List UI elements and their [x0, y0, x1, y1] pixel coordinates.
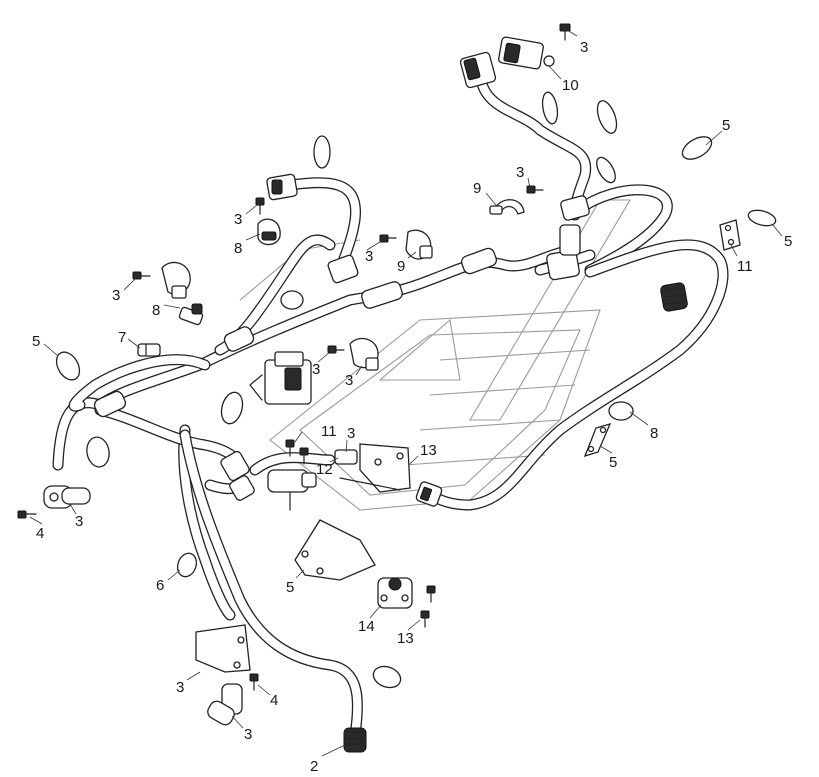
clamp-8-upper: [257, 218, 281, 246]
connectors: [220, 36, 688, 753]
callout-label: 9: [397, 258, 405, 275]
bracket-4-lower: [195, 624, 251, 673]
callout-label: 9: [473, 180, 481, 197]
callout-label: 4: [36, 525, 44, 542]
callout-label: 7: [118, 329, 126, 346]
harness-tees: [93, 195, 590, 418]
callout-label: 13: [397, 630, 414, 647]
callout-label: 8: [234, 240, 242, 257]
bolt: [17, 510, 37, 519]
sensor-12: [267, 449, 358, 511]
bolt: [327, 345, 345, 354]
clamp-9-upper: [489, 199, 525, 215]
leader-lines: [29, 29, 783, 757]
callout-label: 2: [310, 758, 318, 775]
bolt: [526, 185, 544, 194]
callout-label: 3: [75, 513, 83, 530]
callout-label: 11: [737, 258, 753, 275]
round-connector-1: [343, 727, 367, 753]
callout-label: 11: [321, 423, 337, 440]
clamp-8-small: [178, 303, 204, 326]
bolt: [559, 23, 571, 41]
callout-label: 3: [345, 372, 353, 389]
connector-upper-left: [266, 173, 298, 201]
bolt: [255, 197, 265, 215]
bolt: [132, 271, 151, 280]
callout-label: 5: [784, 233, 792, 250]
bolt: [379, 234, 397, 243]
round-connector-right: [660, 282, 688, 312]
relay-box: [249, 351, 312, 405]
callout-label: 6: [156, 577, 164, 594]
callout-label: 3: [365, 248, 373, 265]
callout-label: 3: [516, 164, 524, 181]
bracket-14: [294, 519, 376, 581]
ghost-frame-outline: [239, 199, 631, 511]
bolt: [285, 439, 295, 457]
callout-label: 8: [152, 302, 160, 319]
callout-label: 3: [312, 361, 320, 378]
sensor-6: [43, 485, 91, 509]
plug-right: [415, 481, 443, 507]
clamp-8-right: [349, 337, 379, 371]
callout-label: 3: [580, 39, 588, 56]
sensors-brackets: [43, 219, 741, 726]
callout-label: 5: [286, 579, 294, 596]
callout-label: 5: [609, 454, 617, 471]
cable-ties: [55, 91, 777, 689]
callout-label: 3: [112, 287, 120, 304]
callout-label: 3: [244, 726, 252, 743]
bolt: [426, 585, 436, 603]
plug-left: [220, 450, 255, 501]
bracket-11-lower: [583, 422, 612, 458]
callout-label: 3: [347, 425, 355, 442]
callout-labels: 3 10 5 3 9 3 5 11 8 3 9 3 8 3 7 5 3 8 5 …: [32, 39, 792, 775]
callout-label: 14: [358, 618, 375, 635]
bolt: [249, 673, 259, 691]
sensor-13-lower: [377, 577, 413, 609]
bracket-11-upper: [719, 219, 741, 251]
sensor-2: [207, 683, 243, 726]
callout-label: 5: [32, 333, 40, 350]
clamp-9-lower: [405, 229, 433, 260]
callout-label: 3: [176, 679, 184, 696]
callout-label: 4: [270, 692, 278, 709]
clamp-8-left: [161, 261, 191, 299]
callout-label: 8: [650, 425, 658, 442]
callout-label: 10: [562, 77, 579, 94]
connector-10: [459, 36, 555, 89]
callout-label: 12: [316, 461, 333, 478]
part-7: [137, 343, 161, 357]
bolt: [420, 610, 430, 628]
bolts: [17, 23, 571, 691]
clamps: [161, 199, 525, 371]
callout-label: 3: [234, 211, 242, 228]
bracket-4-right: [339, 443, 411, 493]
callout-label: 5: [722, 117, 730, 134]
bolt: [299, 447, 309, 465]
callout-label: 13: [420, 442, 437, 459]
